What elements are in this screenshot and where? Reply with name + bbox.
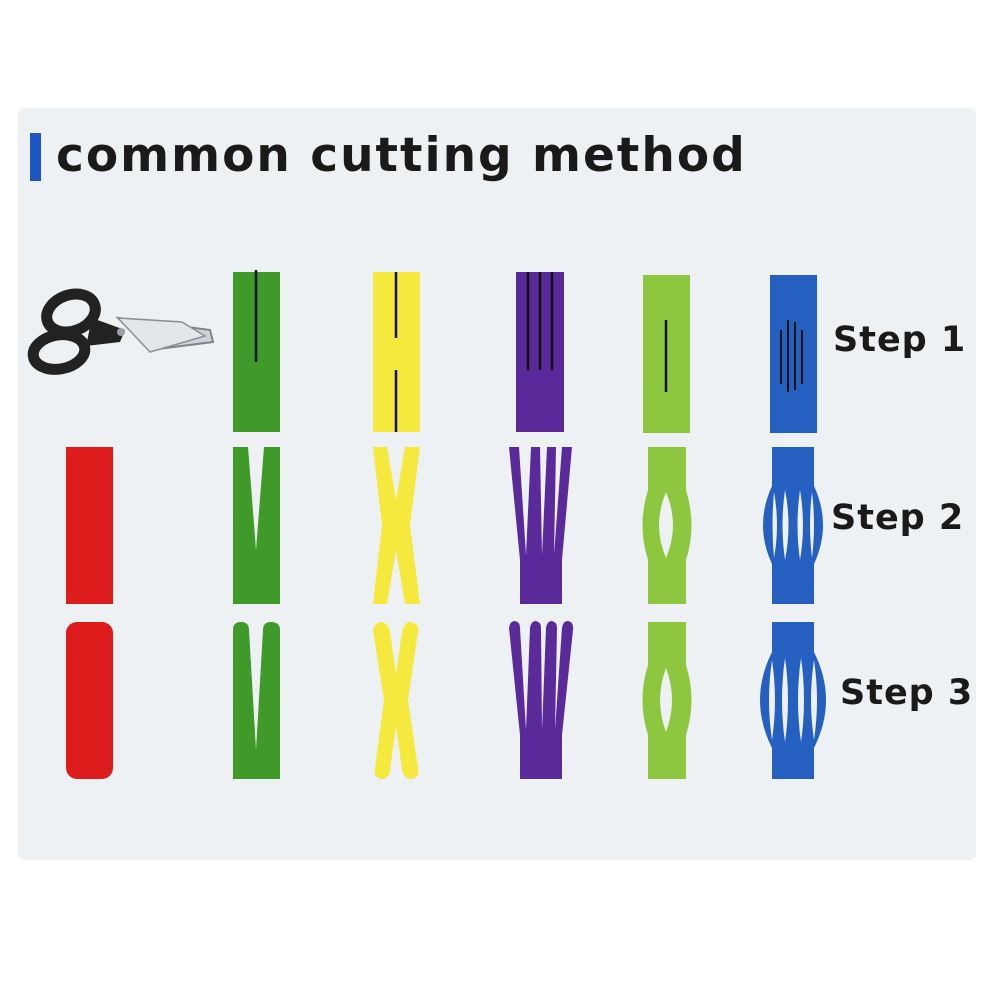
step-1-label: Step 1 [833, 320, 967, 360]
lime-tape-step3 [642, 622, 692, 779]
lime-tape-step2 [642, 447, 692, 604]
title-accent-bar [30, 133, 41, 181]
red-tape-step3 [66, 622, 113, 779]
purple-tape-step2 [509, 447, 572, 604]
blue-tape-step1 [770, 275, 817, 433]
yellow-tape-step3 [373, 622, 419, 779]
blue-tape-step2 [763, 447, 823, 604]
step-2-label: Step 2 [831, 498, 965, 538]
page-title: common cutting method [56, 128, 747, 183]
green-tape-step1 [233, 270, 280, 432]
scissors-icon [27, 288, 215, 375]
red-tape-step2 [66, 447, 113, 604]
purple-tape-step1 [516, 272, 564, 432]
blue-tape-step3 [760, 622, 826, 779]
green-tape-step3 [233, 622, 280, 779]
yellow-tape-step2 [373, 447, 420, 604]
yellow-tape-step1 [373, 272, 420, 432]
purple-tape-step3 [509, 621, 574, 779]
lime-tape-step1 [643, 275, 690, 433]
step-3-label: Step 3 [840, 673, 974, 713]
green-tape-step2 [233, 447, 280, 604]
